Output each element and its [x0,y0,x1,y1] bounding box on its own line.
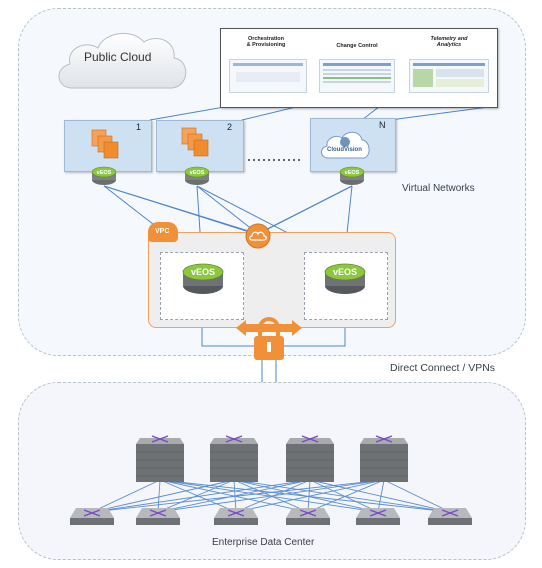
spine-switch [360,435,408,482]
change-control-screenshot [319,59,395,93]
leaf-switch [428,508,472,525]
public-cloud-icon [58,33,187,89]
vpc-badge [148,222,178,242]
internet-gateway-icon [245,223,271,249]
leaf-switch [356,508,400,525]
telemetry-screenshot [409,59,489,93]
orchestration-screenshot [229,59,307,93]
data-center-label: Enterprise Data Center [212,537,315,548]
virtual-networks-label: Virtual Networks [402,183,475,194]
dashboard-panel: Orchestration & Provisioning Change Cont… [220,28,498,108]
instances-icon [91,129,119,159]
leaf-switch [136,508,180,525]
leaf-switch [70,508,114,525]
veos-label: vEOS [190,170,205,176]
data-center-region [18,382,526,560]
vpc-number-n: N [379,120,386,130]
public-cloud-label: Public Cloud [84,50,152,64]
cloudvision-label: CloudVision [327,147,362,153]
cloudvision-icon [321,131,370,159]
veos-node-large: vEOS [182,263,224,294]
leaf-switch [214,508,258,525]
orchestration-title: Orchestration & Provisioning [246,36,286,48]
vpc-badge-label: VPC [155,228,170,235]
change-control-title: Change Control [336,43,378,49]
vpc-number-2: 2 [227,122,233,132]
instances-icon [181,127,209,157]
vpc-number-1: 1 [136,122,142,132]
veos-node-small: vEOS [184,166,210,185]
spine-switch [286,435,334,482]
telemetry-title: Telemetry and Analytics [430,36,468,48]
spine-switch [210,435,258,482]
veos-label: vEOS [191,267,215,277]
veos-label: vEOS [97,170,112,176]
direct-connect-label: Direct Connect / VPNs [390,362,496,374]
veos-node-small: vEOS [91,166,117,185]
veos-node-large: vEOS [324,263,366,294]
vpn-gateway-icon [236,317,302,360]
veos-label: vEOS [333,267,357,277]
spine-switch [136,435,184,482]
veos-label: vEOS [345,170,360,176]
leaf-switch [286,508,330,525]
veos-node-small: vEOS [339,166,365,185]
